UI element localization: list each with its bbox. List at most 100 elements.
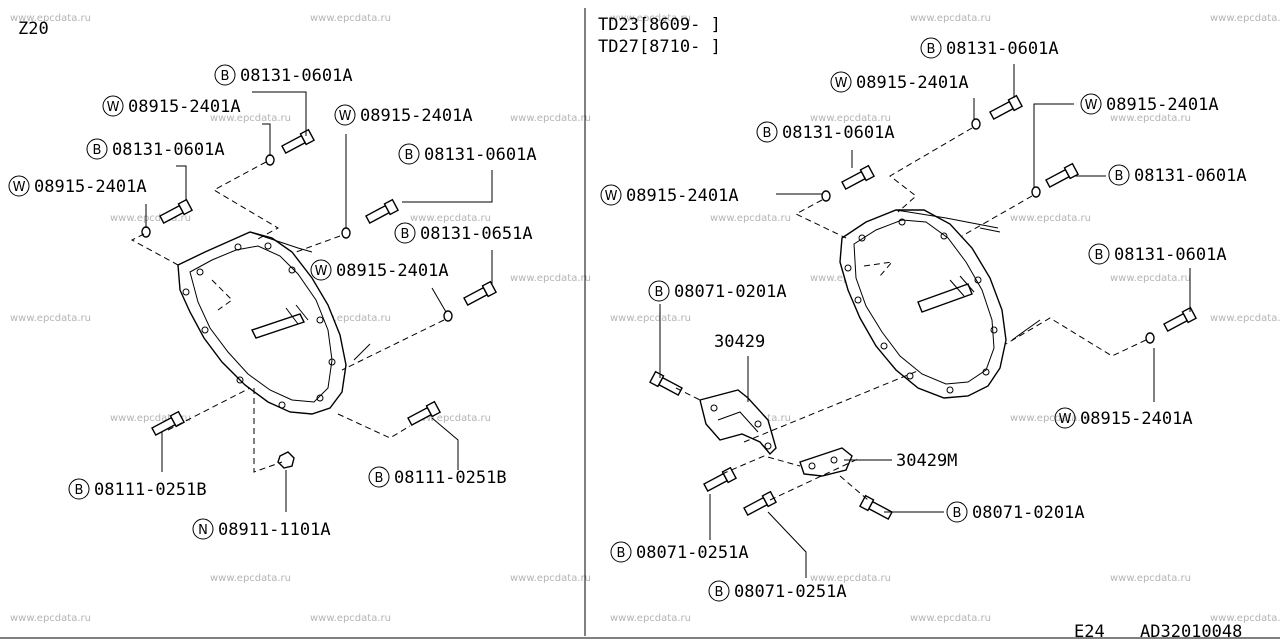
watermark: www.epcdata.ru (1210, 313, 1280, 324)
svg-text:W: W (1085, 98, 1098, 113)
svg-text:W: W (835, 76, 848, 91)
bolt-icon (365, 198, 400, 224)
part-label: B 08131-0601A (86, 138, 225, 160)
part-number: 08915-2401A (360, 106, 473, 126)
part-label: W 08915-2401A (830, 71, 969, 93)
part-label: W 08915-2401A (102, 95, 241, 117)
washer-icon (1145, 332, 1155, 344)
svg-text:B: B (763, 126, 772, 141)
part-number: 30429 (714, 332, 765, 352)
watermark: www.epcdata.ru (1010, 413, 1091, 424)
svg-text:W: W (1059, 412, 1072, 427)
bolt-icon (281, 128, 316, 154)
watermark: www.epcdata.ru (610, 313, 691, 324)
part-number: 08915-2401A (856, 73, 969, 93)
watermark: www.epcdata.ru (110, 213, 191, 224)
watermark: www.epcdata.ru (910, 13, 991, 24)
part-number: 08071-0251A (734, 582, 847, 602)
bolt-icon (703, 466, 738, 492)
bracket-30429M-drawing (799, 447, 853, 477)
watermark: www.epcdata.ru (210, 113, 291, 124)
part-number: 08111-0251B (394, 468, 507, 488)
washer-icon (341, 227, 351, 239)
watermark: www.epcdata.ru (10, 13, 91, 24)
bolt-icon (743, 490, 778, 516)
bolt-icon (989, 94, 1024, 120)
watermark: www.epcdata.ru (510, 573, 591, 584)
part-label: W 08915-2401A (8, 175, 147, 197)
watermark: www.epcdata.ru (610, 613, 691, 624)
svg-text:B: B (927, 42, 936, 57)
part-number: 08915-2401A (626, 186, 739, 206)
svg-text:B: B (617, 546, 626, 561)
transmission-cover-drawing (177, 231, 347, 415)
part-label: B 08071-0201A (648, 280, 787, 302)
svg-text:B: B (953, 506, 962, 521)
model-label: Z20 (18, 19, 49, 39)
part-label: B 08131-0601A (1108, 164, 1247, 186)
part-label: B 08131-0651A (394, 222, 533, 244)
svg-text:B: B (221, 69, 230, 84)
svg-text:B: B (1115, 169, 1124, 184)
part-label: W 08915-2401A (310, 259, 449, 281)
section-code: E24 (1074, 622, 1105, 640)
bolt-icon (648, 370, 683, 396)
part-label: B 08071-0201A (946, 501, 1085, 523)
watermark: www.epcdata.ru (510, 113, 591, 124)
watermark: www.epcdata.ru (510, 273, 591, 284)
bracket-30429-drawing (699, 389, 777, 456)
part-number: 08131-0601A (112, 140, 225, 160)
svg-text:B: B (93, 143, 102, 158)
watermark: www.epcdata.ru (1110, 273, 1191, 284)
part-label: B 08131-0601A (214, 64, 353, 86)
part-number: 08111-0251B (94, 480, 207, 500)
svg-text:B: B (401, 227, 410, 242)
svg-text:W: W (13, 180, 26, 195)
watermark: www.epcdata.ru (410, 413, 491, 424)
part-number: 08131-0601A (240, 66, 353, 86)
part-label: B 08071-0251A (708, 580, 847, 602)
part-label: W 08915-2401A (1080, 93, 1219, 115)
watermark: www.epcdata.ru (1210, 13, 1280, 24)
part-number: 08131-0651A (420, 224, 533, 244)
drawing-id: AD32010048 (1140, 622, 1242, 640)
watermark: www.epcdata.ru (310, 313, 391, 324)
part-number: 08915-2401A (128, 97, 241, 117)
watermark: www.epcdata.ru (910, 613, 991, 624)
watermark: www.epcdata.ru (10, 313, 91, 324)
watermark: www.epcdata.ru (210, 573, 291, 584)
svg-text:B: B (405, 148, 414, 163)
washer-icon (265, 154, 275, 166)
watermark: www.epcdata.ru (110, 413, 191, 424)
part-number: 08071-0201A (972, 503, 1085, 523)
part-number: 08915-2401A (1106, 95, 1219, 115)
watermark: www.epcdata.ru (710, 213, 791, 224)
right-panel: TD23[8609- ] TD27[8710- ] (598, 15, 1247, 602)
watermark: www.epcdata.ru (1010, 213, 1091, 224)
svg-text:B: B (375, 471, 384, 486)
svg-text:W: W (107, 100, 120, 115)
part-number: 08911-1101A (218, 520, 331, 540)
model-line: TD23[8609- ] (598, 15, 721, 35)
bolt-icon (463, 280, 498, 306)
part-number: 08131-0601A (1114, 245, 1227, 265)
bolt-icon (159, 198, 194, 224)
part-number: 08071-0251A (636, 543, 749, 563)
watermark: www.epcdata.ru (410, 213, 491, 224)
svg-text:W: W (339, 109, 352, 124)
bolt-icon (151, 410, 186, 436)
svg-text:B: B (715, 585, 724, 600)
part-number: 08915-2401A (34, 177, 147, 197)
part-label: B 08111-0251B (368, 466, 507, 488)
part-label: W 08915-2401A (1054, 407, 1193, 429)
washer-icon (1031, 186, 1041, 198)
part-label: B 08111-0251B (68, 478, 207, 500)
part-label: N 08911-1101A (192, 518, 331, 540)
watermark: www.epcdata.ru (1210, 613, 1280, 624)
part-label: B 08131-0601A (756, 121, 895, 143)
bolt-icon (407, 400, 442, 426)
bolt-icon (841, 164, 876, 190)
bolt-icon (1163, 306, 1198, 332)
svg-text:B: B (1095, 248, 1104, 263)
svg-text:W: W (605, 189, 618, 204)
